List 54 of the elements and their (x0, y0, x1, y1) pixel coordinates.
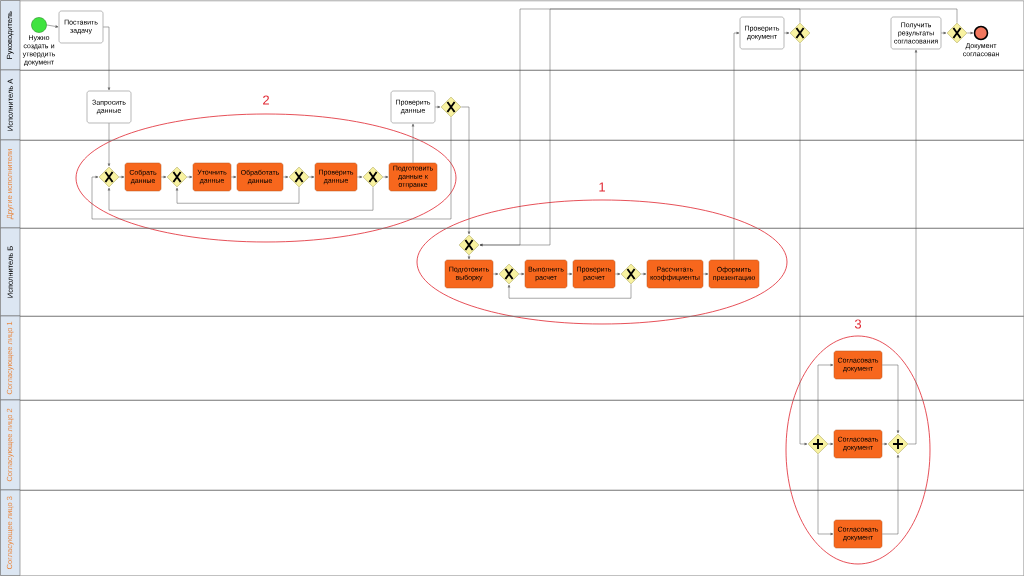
arrow (119, 175, 125, 179)
arrow (283, 175, 289, 179)
gateway-diamond (946, 22, 968, 44)
callout-number: 3 (854, 319, 862, 329)
arrow (703, 272, 709, 276)
arrow (187, 175, 193, 179)
arrow (46, 24, 59, 28)
arrow (882, 364, 900, 434)
arrow (91, 117, 452, 220)
arrow (435, 105, 441, 109)
arrow (882, 454, 900, 535)
arrow (411, 123, 415, 163)
gateway-diamond (498, 263, 520, 285)
arrow (461, 106, 471, 235)
arrow (967, 31, 974, 35)
arrow (733, 31, 740, 260)
arrow (493, 272, 499, 276)
arrow (817, 363, 834, 434)
arrow (479, 8, 958, 247)
arrow (519, 272, 525, 276)
callout-number: 2 (263, 95, 269, 105)
arrow (882, 442, 888, 446)
arrow (103, 26, 111, 91)
arrow (784, 31, 790, 35)
arrow (161, 175, 167, 179)
arrow (908, 49, 918, 445)
arrow (641, 272, 647, 276)
arrow (507, 284, 632, 299)
arrow (615, 272, 621, 276)
arrow (817, 454, 834, 536)
arrow (799, 43, 808, 446)
gateway-diamond (887, 433, 909, 455)
arrow (231, 175, 237, 179)
arrow (357, 175, 363, 179)
arrow (107, 123, 111, 167)
gateway-diamond (807, 433, 829, 455)
gateway-diamond (620, 263, 642, 285)
arrow (107, 187, 374, 211)
start-circle (31, 17, 47, 33)
callout-number: 1 (599, 182, 605, 192)
gateway-diamond (288, 166, 310, 188)
arrow (567, 272, 573, 276)
gateway-diamond (440, 96, 462, 118)
gateway-diamond (166, 166, 188, 188)
arrow (309, 175, 315, 179)
arrow (467, 255, 471, 260)
gateway-diamond (98, 166, 120, 188)
gateway-diamond (362, 166, 384, 188)
gateway-diamond (789, 22, 811, 44)
gateway-diamond (458, 234, 480, 256)
arrow (175, 187, 300, 204)
arrow (941, 31, 947, 35)
arrow (383, 175, 389, 179)
arrow (828, 442, 834, 446)
